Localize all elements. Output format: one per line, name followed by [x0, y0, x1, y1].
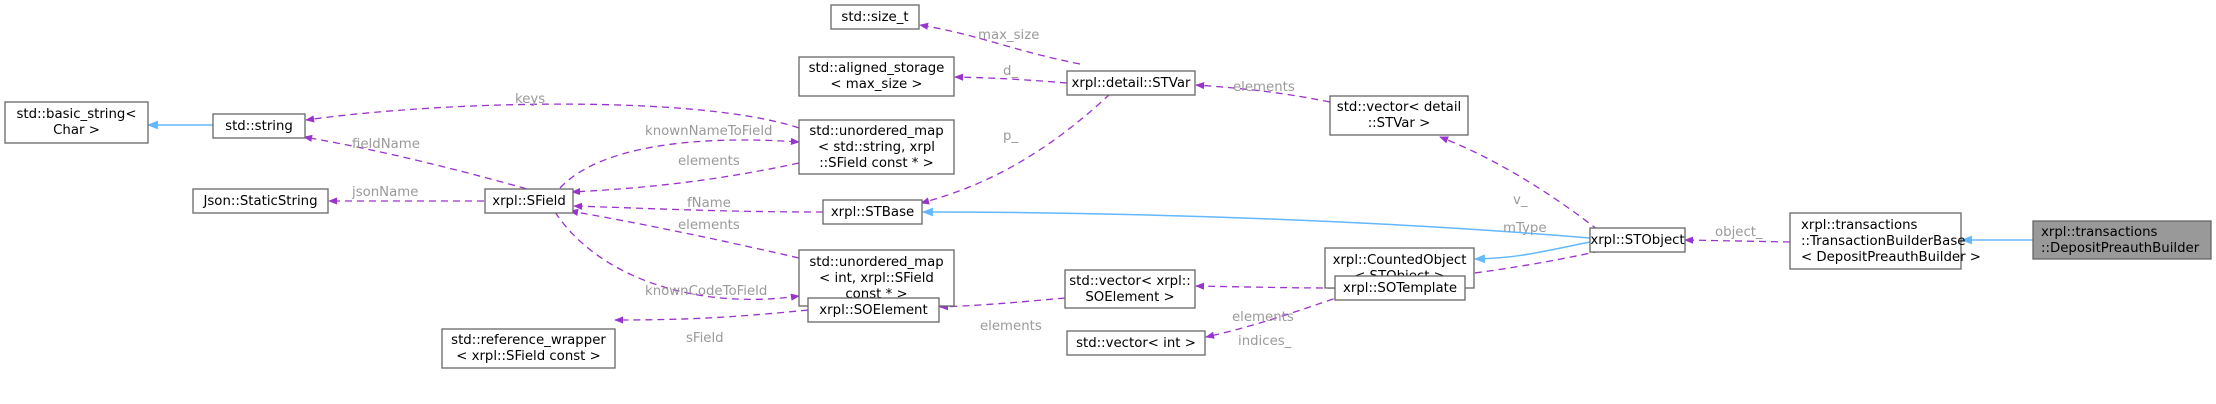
- edge-label-jsonname: jsonName: [351, 185, 418, 200]
- svg-text:xrpl::SOElement: xrpl::SOElement: [819, 303, 927, 318]
- node-unordered-map-string[interactable]: std::unordered_map < std::string, xrpl :…: [798, 119, 955, 175]
- svg-text:< DepositPreauthBuilder >: < DepositPreauthBuilder >: [1801, 250, 1981, 265]
- svg-text:std::unordered_map: std::unordered_map: [809, 124, 943, 139]
- edge-label-elements-stvar: elements: [1233, 80, 1295, 95]
- node-vector-stvar[interactable]: std::vector< detail ::STVar >: [1329, 95, 1469, 136]
- node-aligned-storage[interactable]: std::aligned_storage < max_size >: [798, 56, 955, 97]
- svg-text:std::size_t: std::size_t: [841, 10, 908, 25]
- edge-sfield-to-string-fieldname: [303, 134, 539, 193]
- node-sotemplate[interactable]: xrpl::SOTemplate: [1334, 275, 1466, 301]
- edge-label-max-size: max_size: [978, 28, 1039, 43]
- node-std-string[interactable]: std::string: [212, 113, 306, 139]
- node-sfield[interactable]: xrpl::SField: [484, 188, 574, 214]
- edge-stvar-to-aligned-storage: [954, 73, 1068, 84]
- edge-umap-string-to-string-keys: [305, 103, 800, 129]
- svg-text:< std::string, xrpl: < std::string, xrpl: [818, 140, 935, 155]
- edge-label-sfield: sField: [686, 331, 724, 346]
- svg-text:< xrpl::SField const >: < xrpl::SField const >: [456, 349, 601, 364]
- edge-label-indices: indices_: [1238, 334, 1292, 349]
- edge-label-known-code-to-field: knownCodeToField: [645, 284, 767, 299]
- node-transaction-builder-base[interactable]: xrpl::transactions ::TransactionBuilderB…: [1789, 212, 1981, 270]
- svg-text:std::reference_wrapper: std::reference_wrapper: [451, 333, 606, 348]
- svg-text:::SField const * >: ::SField const * >: [819, 156, 934, 171]
- node-stobject[interactable]: xrpl::STObject: [1589, 227, 1686, 253]
- svg-text:::TransactionBuilderBase: ::TransactionBuilderBase: [1801, 234, 1965, 249]
- edge-stbase-to-sfield-fname: [573, 202, 824, 213]
- svg-text:std::aligned_storage: std::aligned_storage: [809, 61, 945, 76]
- edge-umap-string-to-sfield-elements: [571, 162, 800, 196]
- edges: [146, 22, 2033, 339]
- edge-label-elements-umap-string: elements: [678, 154, 740, 169]
- node-vector-soelement[interactable]: std::vector< xrpl:: SOElement >: [1064, 269, 1196, 309]
- edge-label-object: object_: [1715, 225, 1763, 240]
- svg-text:std::vector< detail: std::vector< detail: [1337, 100, 1461, 115]
- edge-label-elements-soelement: elements: [980, 319, 1042, 334]
- svg-text:std::vector< int >: std::vector< int >: [1076, 336, 1196, 351]
- edge-label-known-name-to-field: knownNameToField: [645, 124, 772, 139]
- svg-text:Char >: Char >: [53, 123, 100, 138]
- edge-label-elements-sotemplate: elements: [1232, 310, 1294, 325]
- svg-text:SOElement >: SOElement >: [1085, 290, 1174, 305]
- svg-text:< int, xrpl::SField: < int, xrpl::SField: [819, 271, 934, 286]
- node-json-static-string[interactable]: Json::StaticString: [192, 188, 329, 214]
- node-reference-wrapper[interactable]: std::reference_wrapper < xrpl::SField co…: [441, 328, 616, 369]
- svg-text:xrpl::STObject: xrpl::STObject: [1590, 233, 1684, 248]
- edge-sotemplate-to-vector-int: [1205, 294, 1346, 339]
- svg-text:::STVar >: ::STVar >: [1368, 116, 1431, 131]
- edge-label-fieldname: fieldName: [352, 137, 420, 152]
- edge-label-v: v_: [1513, 193, 1528, 208]
- edge-soelement-to-ref-wrapper: [614, 309, 809, 324]
- node-basic-string[interactable]: std::basic_string< Char >: [4, 101, 149, 144]
- svg-text:std::vector< xrpl::: std::vector< xrpl::: [1069, 274, 1191, 289]
- edge-vector-soelement-to-soelement: [939, 297, 1066, 311]
- svg-text:xrpl::SField: xrpl::SField: [492, 194, 566, 209]
- svg-text:Json::StaticString: Json::StaticString: [202, 194, 317, 209]
- edge-labels: keys fieldName knownNameToField elements…: [351, 28, 1763, 349]
- node-soelement[interactable]: xrpl::SOElement: [807, 297, 940, 323]
- edge-label-keys: keys: [515, 92, 545, 107]
- node-vector-int[interactable]: std::vector< int >: [1066, 330, 1206, 356]
- edge-label-fname: fName: [687, 196, 731, 211]
- edge-sfield-to-umap-int-known: [554, 211, 800, 301]
- svg-text:xrpl::SOTemplate: xrpl::SOTemplate: [1343, 281, 1457, 296]
- svg-text:< max_size >: < max_size >: [830, 77, 922, 92]
- svg-text:xrpl::CountedObject: xrpl::CountedObject: [1333, 253, 1467, 268]
- edge-umap-int-to-sfield-elements: [569, 208, 800, 259]
- node-size-t[interactable]: std::size_t: [830, 4, 920, 30]
- edge-vector-stvar-to-stvar: [1195, 81, 1331, 103]
- svg-text:std::unordered_map: std::unordered_map: [809, 255, 943, 270]
- edge-label-d: d_: [1003, 64, 1018, 79]
- edge-stvar-to-stbase: [920, 93, 1111, 205]
- edge-label-elements-umap-int: elements: [678, 218, 740, 233]
- svg-text:std::string: std::string: [225, 119, 293, 134]
- svg-text:::DepositPreauthBuilder: ::DepositPreauthBuilder: [2041, 241, 2200, 256]
- edge-tx-builder-to-stobject: [1684, 236, 1791, 244]
- edge-stobject-inherits-stbase: [921, 207, 1591, 239]
- svg-text:xrpl::detail::STVar: xrpl::detail::STVar: [1071, 76, 1191, 91]
- svg-text:std::basic_string<: std::basic_string<: [16, 107, 136, 122]
- node-stbase[interactable]: xrpl::STBase: [822, 199, 923, 225]
- edge-stvar-to-size-t: [919, 22, 1081, 65]
- edge-sotemplate-to-vector-soelement: [1195, 282, 1336, 290]
- edge-label-p: p_: [1003, 129, 1018, 144]
- node-stvar[interactable]: xrpl::detail::STVar: [1066, 70, 1196, 96]
- edge-stobject-to-vector-stvar: [1439, 136, 1599, 231]
- edge-label-mtype: mType: [1503, 221, 1547, 236]
- svg-text:xrpl::STBase: xrpl::STBase: [831, 205, 914, 220]
- svg-text:xrpl::transactions: xrpl::transactions: [2041, 225, 2158, 240]
- node-deposit-preauth-builder[interactable]: xrpl::transactions ::DepositPreauthBuild…: [2032, 220, 2212, 260]
- svg-text:xrpl::transactions: xrpl::transactions: [1801, 218, 1918, 233]
- edge-stobject-inherits-counted-object: [1473, 241, 1591, 264]
